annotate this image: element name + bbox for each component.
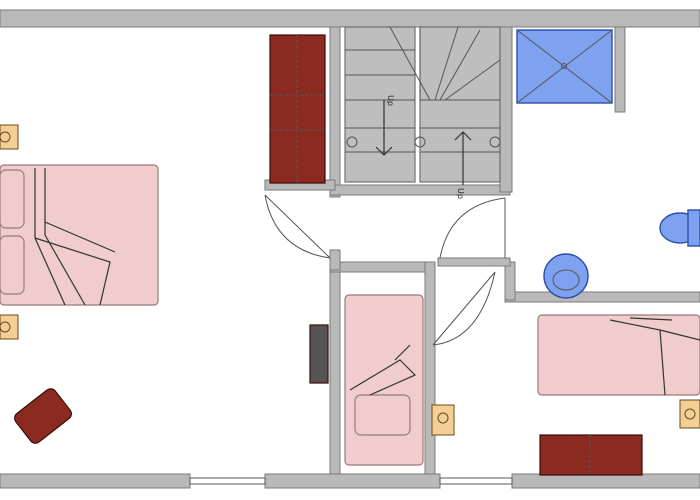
door-swing-icon xyxy=(432,271,496,346)
duvet-fold xyxy=(609,317,700,396)
wall-midroom-left xyxy=(329,261,341,475)
stairs-up-label-right: Up xyxy=(456,188,465,199)
stair-post xyxy=(346,136,358,148)
wall-closet-left xyxy=(329,26,341,198)
stair-arrow-icon xyxy=(454,131,472,185)
stairs-up-label-left: Up xyxy=(386,95,395,106)
stair-post xyxy=(414,136,426,148)
wall-under-stairs xyxy=(329,184,511,196)
pillow-middle xyxy=(354,394,411,436)
door-swing-icon xyxy=(264,194,331,259)
sink-basin xyxy=(552,269,580,291)
lamp-bulb xyxy=(0,321,11,333)
stair-arrow-icon xyxy=(375,100,393,156)
wall-bath-stub xyxy=(504,261,516,301)
single-bed-middle xyxy=(344,294,424,466)
lamp-bulb xyxy=(0,131,11,143)
stairs-right-flight xyxy=(419,26,501,183)
door-swing-icon xyxy=(439,197,506,259)
wall-top xyxy=(0,9,700,28)
ottoman-icon xyxy=(14,388,72,444)
pillow-top xyxy=(0,169,25,229)
wall-jamb-upper xyxy=(329,249,341,271)
window-icon xyxy=(439,477,513,485)
wall-bath-bottom xyxy=(504,291,700,303)
wall-bottom-mid xyxy=(264,473,441,489)
lamp-bulb xyxy=(684,408,696,420)
walls xyxy=(0,9,700,489)
pillow-bottom xyxy=(0,235,25,295)
wall-stairs-right xyxy=(499,26,513,193)
wall-shower-right xyxy=(614,26,626,113)
duvet-fold xyxy=(349,344,417,396)
windows xyxy=(189,477,513,485)
shower-drain xyxy=(561,63,567,69)
lamp-bulb xyxy=(437,412,449,424)
duvet-fold xyxy=(34,168,116,306)
wall-bottom-right xyxy=(511,473,700,489)
dresser-icon xyxy=(539,434,643,476)
tv-screen-lines xyxy=(312,329,326,371)
shower-slope xyxy=(516,29,613,104)
double-bed xyxy=(0,164,159,306)
wall-jamb-right xyxy=(437,257,511,267)
wall-bottom-left xyxy=(0,473,191,489)
stairs-left-flight xyxy=(344,26,416,183)
left-bedroom xyxy=(0,124,159,444)
stair-treads xyxy=(345,26,501,153)
stair-post xyxy=(489,136,501,148)
wall-midroom-right xyxy=(424,261,436,475)
doors xyxy=(264,194,506,346)
sink-icon xyxy=(543,253,589,299)
wall-midroom-top xyxy=(329,261,431,273)
window-icon xyxy=(189,477,266,485)
single-bed-right xyxy=(537,314,700,396)
toilet-tank xyxy=(687,209,700,247)
staircase: Up Up xyxy=(344,26,501,199)
